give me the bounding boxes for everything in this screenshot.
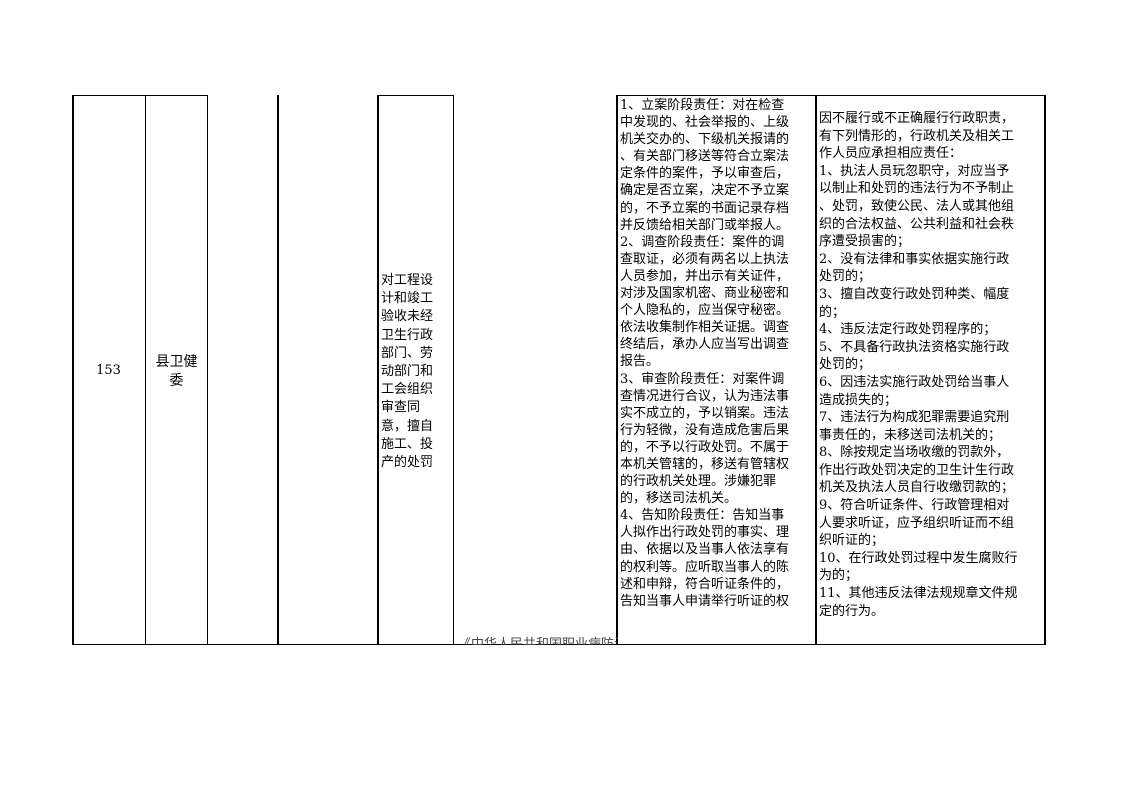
table-top-border-right bbox=[616, 95, 1045, 96]
column-divider-5 bbox=[453, 95, 454, 645]
table-top-border-middle bbox=[377, 95, 453, 96]
table-left-border bbox=[72, 95, 74, 645]
table-top-border-left bbox=[72, 95, 207, 96]
table-right-border bbox=[1044, 95, 1046, 645]
column-divider-3 bbox=[277, 95, 279, 645]
department-cell: 县卫健 委 bbox=[155, 354, 198, 389]
duty-text: 1、立案阶段责任：对在检查 中发现的、社会举报的、上级 机关交办的、下级机关报请… bbox=[620, 98, 790, 609]
column-divider-2 bbox=[207, 95, 208, 645]
column-divider-7 bbox=[815, 95, 817, 645]
overflow-text: 《中华人民共和国职业病防治 bbox=[458, 637, 618, 645]
table-bottom-border bbox=[72, 644, 1045, 645]
column-divider-6 bbox=[616, 95, 618, 645]
liability-cell: 因不履行或不正确履行行政职责， 有下列情形的，行政机关及相关工 作人员应承担相应… bbox=[816, 96, 1044, 644]
column-divider-4 bbox=[377, 95, 379, 645]
column-divider-1 bbox=[145, 95, 146, 645]
liability-text: 因不履行或不正确履行行政职责， 有下列情形的，行政机关及相关工 作人员应承担相应… bbox=[819, 111, 1018, 619]
row-number: 153 bbox=[96, 363, 121, 378]
duty-cell: 1、立案阶段责任：对在检查 中发现的、社会举报的、上级 机关交办的、下级机关报请… bbox=[617, 96, 815, 644]
penalty-item-cell: 对工程设 计和竣工 验收未经 卫生行政 部门、劳 动部门和 工会组织 审查同 意… bbox=[381, 273, 434, 471]
